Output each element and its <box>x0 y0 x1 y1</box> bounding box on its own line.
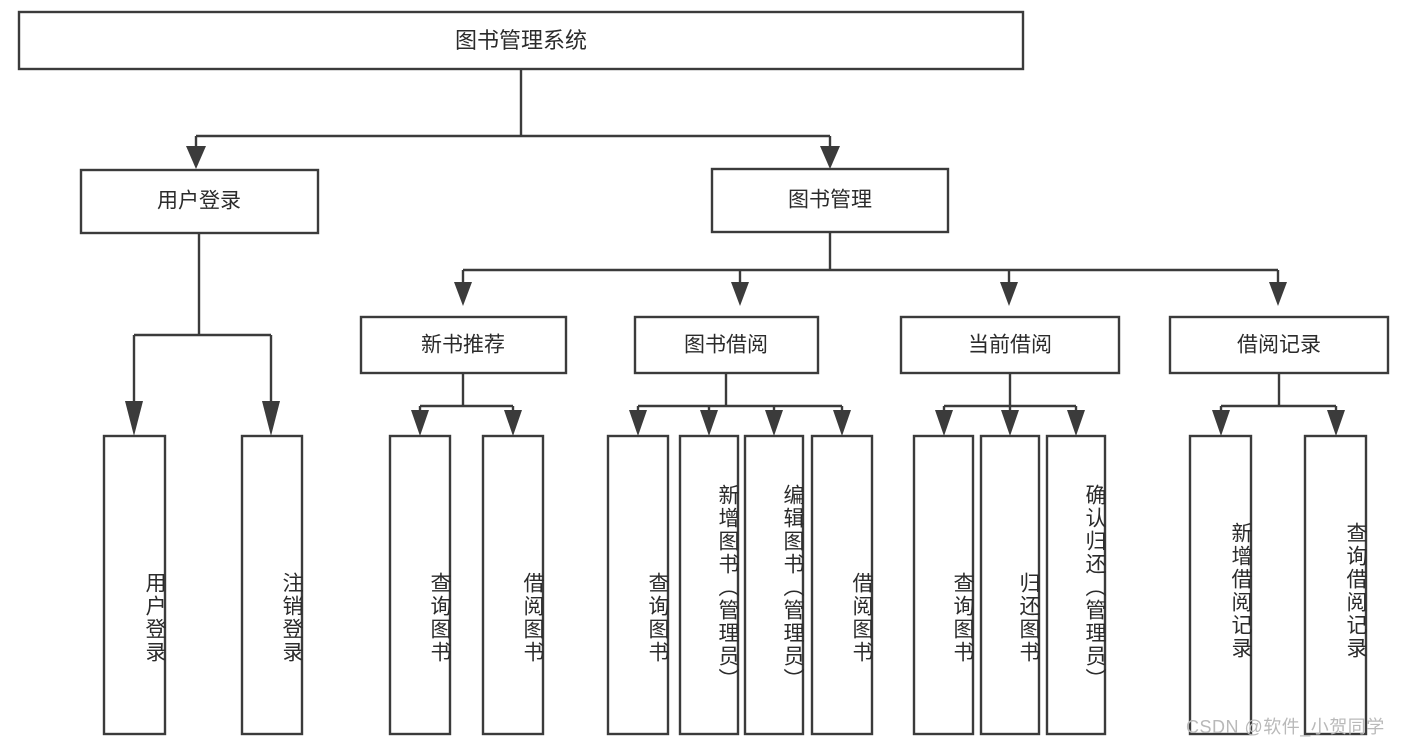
leaf-box-bb-edit-book[interactable] <box>743 434 805 736</box>
arrow-head-br-add <box>1212 410 1230 436</box>
arrow-head-cb-query <box>935 410 953 436</box>
arrow-head-leaf-user-login <box>125 401 143 436</box>
arrow-head-new-book <box>454 282 472 306</box>
node-new-book-recommend[interactable]: 新书推荐 <box>359 315 568 375</box>
csdn-watermark: CSDN @软件_小贺同学 <box>1186 717 1385 737</box>
arrow-head-book-borrow <box>731 282 749 306</box>
node-borrow-record[interactable]: 借阅记录 <box>1168 315 1390 375</box>
node-book-borrow-label: 图书借阅 <box>684 334 768 357</box>
leaf-box-cb-query-book[interactable] <box>912 434 975 736</box>
arrow-head-nb-query <box>411 410 429 436</box>
leaf-box-logout[interactable] <box>240 434 304 736</box>
leaf-box-nb-query-book[interactable] <box>388 434 452 736</box>
arrow-head-current-borrow <box>1000 282 1018 306</box>
arrow-head-cb-return <box>1001 410 1019 436</box>
leaf-box-bb-borrow-book[interactable] <box>810 434 874 736</box>
arrow-head-bb-edit <box>765 410 783 436</box>
node-current-borrow-box[interactable] <box>899 315 1121 375</box>
leaf-box-bb-add-book[interactable] <box>678 434 740 736</box>
leaf-box-nb-borrow-book[interactable] <box>481 434 545 736</box>
node-book-manage[interactable]: 图书管理 <box>710 167 950 234</box>
node-book-borrow[interactable]: 图书借阅 <box>633 315 820 375</box>
node-current-borrow[interactable]: 当前借阅 <box>899 315 1121 375</box>
arrow-head-br-query <box>1327 410 1345 436</box>
leaf-box-cb-return-book[interactable] <box>979 434 1041 736</box>
arrow-head-leaf-logout <box>262 401 280 436</box>
arrow-head-user-login <box>186 146 206 169</box>
node-borrow-record-box[interactable] <box>1168 315 1390 375</box>
node-book-borrow-box[interactable] <box>633 315 820 375</box>
arrow-head-bb-borrow <box>833 410 851 436</box>
leaf-box-br-add-record[interactable] <box>1188 434 1253 736</box>
leaf-box-cb-confirm-return[interactable] <box>1045 434 1107 736</box>
node-book-manage-label: 图书管理 <box>788 189 872 212</box>
leaf-box-user-login[interactable] <box>102 434 167 736</box>
node-root-box[interactable] <box>17 10 1025 71</box>
node-user-login[interactable]: 用户登录 <box>79 168 320 235</box>
node-root-label: 图书管理系统 <box>455 28 587 53</box>
node-root[interactable]: 图书管理系统 <box>17 10 1025 71</box>
arrow-head-book-manage <box>820 146 840 169</box>
node-borrow-record-label: 借阅记录 <box>1237 334 1321 357</box>
leaf-box-br-query-record[interactable] <box>1303 434 1368 736</box>
node-current-borrow-label: 当前借阅 <box>968 334 1052 357</box>
node-user-login-label: 用户登录 <box>157 190 241 213</box>
arrow-head-cb-confirm <box>1067 410 1085 436</box>
node-new-book-recommend-box[interactable] <box>359 315 568 375</box>
arrow-head-borrow-record <box>1269 282 1287 306</box>
node-new-book-recommend-label: 新书推荐 <box>421 334 505 357</box>
arrow-head-bb-add <box>700 410 718 436</box>
arrow-head-nb-borrow <box>504 410 522 436</box>
arrow-head-bb-query <box>629 410 647 436</box>
node-book-manage-box[interactable] <box>710 167 950 234</box>
leaf-box-bb-query-book[interactable] <box>606 434 670 736</box>
